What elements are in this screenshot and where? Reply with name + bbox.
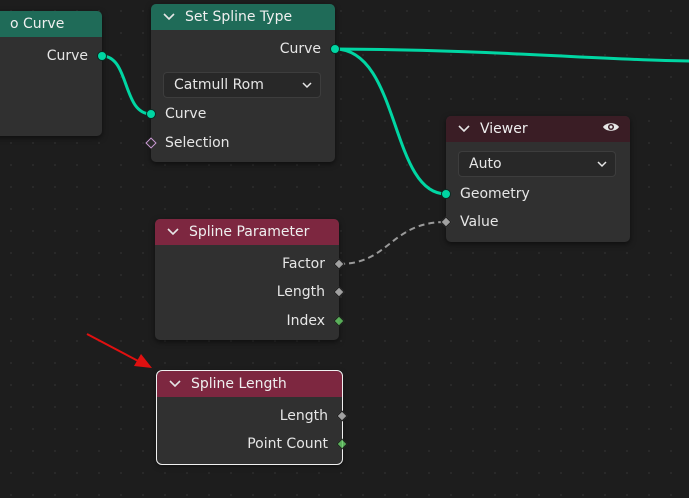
link-curve-offscreen — [334, 47, 689, 63]
node-viewer[interactable]: Viewer Auto Geometry Value — [440, 116, 630, 242]
node-to-curve[interactable]: o Curve Curve — [0, 11, 107, 136]
dropdown-value: Auto — [469, 156, 502, 172]
output-length-label: Length — [276, 284, 325, 300]
node-title: Viewer — [480, 121, 528, 137]
link-curve-to-set-spline-type — [101, 54, 152, 116]
output-point-count-label: Point Count — [247, 436, 328, 452]
output-curve-label: Curve — [279, 41, 321, 57]
chevron-down-icon[interactable] — [163, 13, 179, 21]
node-header[interactable]: Spline Length — [157, 371, 342, 397]
chevron-down-icon[interactable] — [169, 380, 185, 388]
node-title: Set Spline Type — [185, 9, 293, 25]
output-length-label: Length — [279, 408, 328, 424]
node-header[interactable]: Spline Parameter — [155, 219, 339, 245]
node-header[interactable]: o Curve — [0, 11, 102, 37]
node-header[interactable]: Set Spline Type — [151, 4, 335, 30]
node-title: Spline Parameter — [189, 224, 310, 240]
chevron-down-icon — [597, 152, 607, 184]
node-title: o Curve — [10, 16, 65, 32]
output-index-label: Index — [286, 313, 325, 329]
link-curve-to-viewer-geometry — [334, 47, 447, 196]
input-curve-socket[interactable] — [146, 109, 156, 119]
node-spline-length[interactable]: Spline Length Length Point Count — [156, 370, 348, 465]
node-set-spline-type[interactable]: Set Spline Type Curve Catmull Rom Curve … — [145, 4, 340, 162]
chevron-down-icon — [302, 73, 312, 105]
viewer-domain-dropdown[interactable]: Auto — [458, 151, 616, 177]
output-curve-socket[interactable] — [330, 44, 340, 54]
spline-type-dropdown[interactable]: Catmull Rom — [163, 72, 321, 98]
output-curve-socket[interactable] — [97, 51, 107, 61]
input-selection-label: Selection — [165, 135, 230, 151]
node-header[interactable]: Viewer — [446, 116, 630, 142]
chevron-down-icon[interactable] — [167, 228, 183, 236]
chevron-down-icon[interactable] — [458, 125, 474, 133]
link-factor-to-viewer-value — [338, 221, 447, 265]
input-geometry-socket[interactable] — [441, 189, 451, 199]
output-curve-label: Curve — [46, 48, 88, 64]
eye-icon[interactable] — [602, 121, 620, 137]
output-factor-label: Factor — [282, 256, 325, 272]
dropdown-value: Catmull Rom — [174, 77, 264, 93]
input-value-label: Value — [460, 214, 499, 230]
input-curve-label: Curve — [165, 106, 207, 122]
node-title: Spline Length — [191, 376, 287, 392]
node-spline-parameter[interactable]: Spline Parameter Factor Length Index — [155, 219, 345, 340]
input-geometry-label: Geometry — [460, 186, 530, 202]
